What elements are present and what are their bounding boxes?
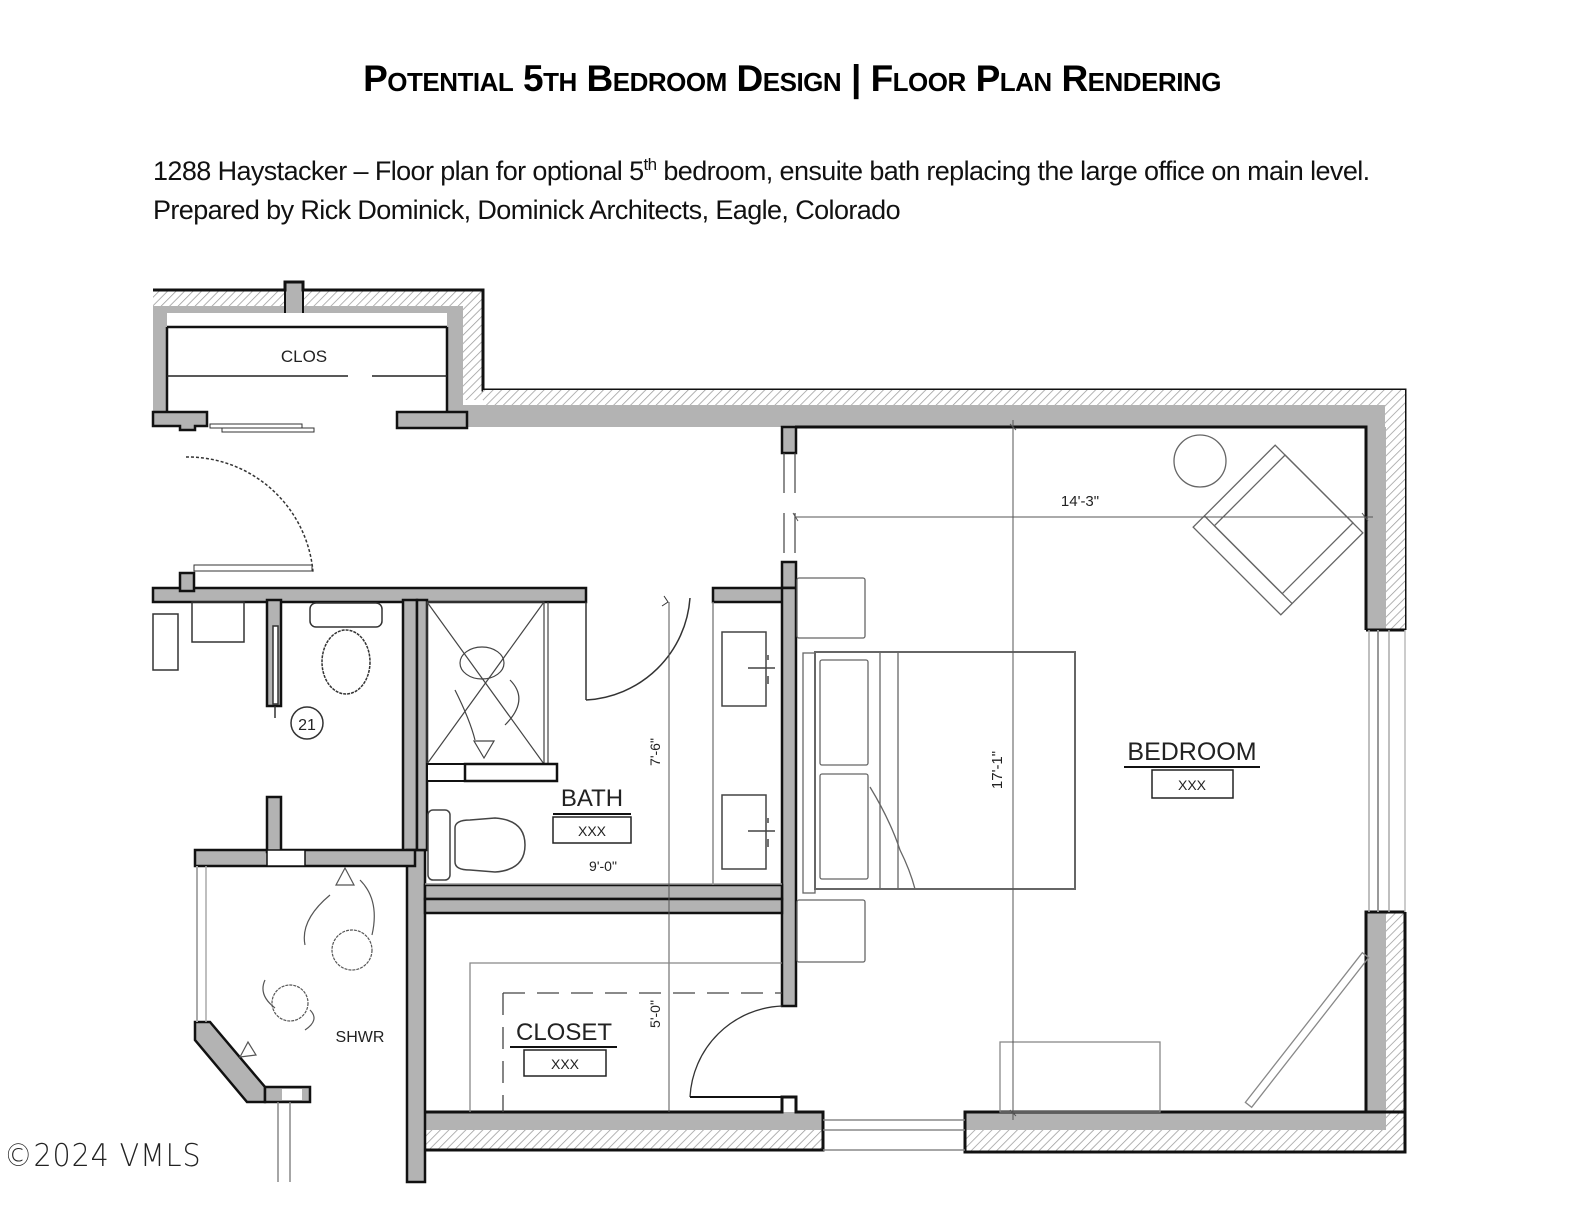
bedroom-width-dimension: 14'-3" bbox=[1061, 493, 1099, 510]
fixture-tag-21: 21 bbox=[298, 717, 316, 734]
ordinal-suffix: th bbox=[643, 155, 658, 174]
bath-fixtures bbox=[425, 602, 782, 885]
room-label-bedroom: BEDROOM XXX bbox=[1124, 738, 1260, 799]
interior-walls bbox=[151, 410, 798, 1184]
page-title: Potential 5th Bedroom Design | Floor Pla… bbox=[363, 58, 1221, 99]
clos-label: CLOS bbox=[281, 347, 327, 366]
bath-door bbox=[585, 595, 691, 701]
room-label-bath: BATH XXX bbox=[552, 785, 632, 844]
powder-room bbox=[152, 601, 383, 740]
room-name: CLOSET bbox=[516, 1019, 612, 1046]
description-part-2: bedroom, ensuite bath replacing the larg… bbox=[153, 156, 1370, 225]
room-name: BATH bbox=[561, 785, 623, 812]
room-area: XXX bbox=[578, 823, 607, 839]
closet-depth-dimension: 5'-0" bbox=[647, 1000, 663, 1028]
copyright-watermark: ©2024 VMLS bbox=[4, 1138, 202, 1174]
room-area: XXX bbox=[1178, 777, 1207, 793]
room-label-closet: CLOSET XXX bbox=[510, 1019, 617, 1077]
room-name: BEDROOM bbox=[1127, 738, 1256, 766]
shwr-label: SHWR bbox=[336, 1029, 385, 1046]
walk-in-closet bbox=[469, 962, 783, 1112]
bedroom-furniture bbox=[796, 434, 1370, 1113]
hallway-door bbox=[185, 456, 314, 573]
clos-closet: CLOS bbox=[165, 313, 449, 433]
exterior-walls bbox=[153, 280, 1407, 1154]
shower-stall bbox=[426, 601, 559, 783]
page-description: 1288 Haystacker – Floor plan for optiona… bbox=[153, 152, 1443, 230]
bedroom-depth-dimension: 17'-1" bbox=[989, 751, 1006, 789]
bath-width-dimension: 9'-0" bbox=[589, 858, 617, 874]
room-area: XXX bbox=[551, 1056, 580, 1072]
bedroom-dimension-lines bbox=[792, 420, 1373, 1120]
bath-depth-dimension: 7'-6" bbox=[647, 738, 663, 766]
description-part-1: 1288 Haystacker – Floor plan for optiona… bbox=[153, 156, 644, 186]
shwr-room bbox=[238, 866, 375, 1058]
